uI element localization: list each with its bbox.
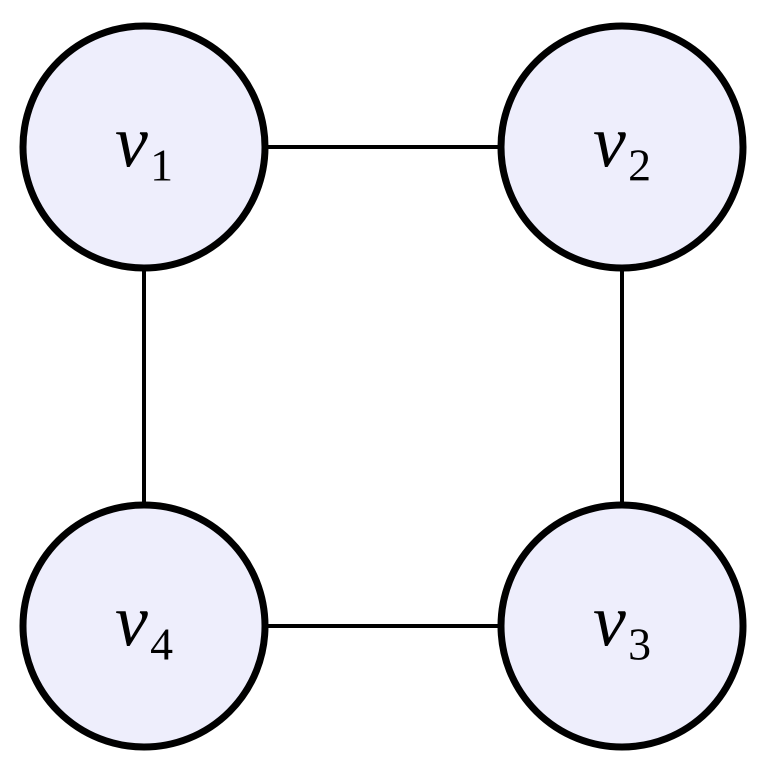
node-circle-v2[interactable] (497, 22, 747, 272)
node-circle-v1[interactable] (19, 22, 269, 272)
edge-layer (142, 145, 624, 628)
node-layer (19, 22, 747, 751)
node-circle-v4[interactable] (19, 501, 269, 751)
node-circle-v3[interactable] (497, 501, 747, 751)
